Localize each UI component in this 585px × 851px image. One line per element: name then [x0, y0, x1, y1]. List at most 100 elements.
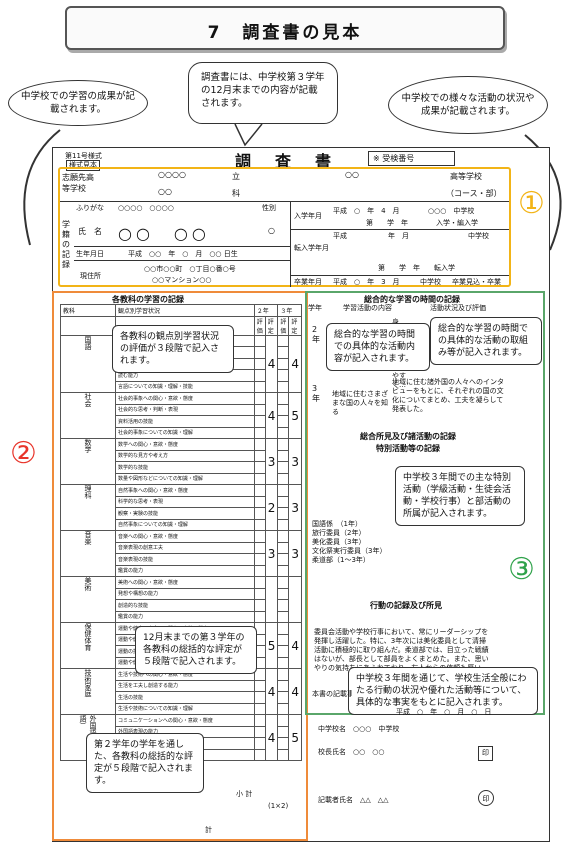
viewpoint-label: 社会的な思考・判断・表現: [115, 403, 255, 416]
grade3-rating: 5: [288, 392, 302, 439]
grade3-rating: 4: [288, 622, 302, 669]
callout-special: 中学校３年間での主な特別活動（学級活動・生徒会活動・学校行事）と部活動の所属が記…: [395, 466, 525, 526]
subject-name: 技術家庭: [60, 668, 116, 715]
title-banner: 7 調査書の見本: [65, 6, 505, 50]
eval-cell: [277, 449, 290, 462]
bubble-left: 中学校での学習の成果が記載されます。: [8, 80, 148, 126]
eval-cell: [277, 622, 290, 635]
eval-cell: [277, 541, 290, 554]
grade2-rating: 4: [264, 392, 279, 439]
viewpoint-label: 数学的な見方や考え方: [115, 449, 255, 462]
enroll-label: 入学年月: [294, 212, 322, 220]
eval-cell: [253, 553, 266, 566]
table-row: 社会的な思考・判断・表現: [61, 403, 302, 416]
grade2-rating: 3: [264, 438, 279, 485]
eval-cell: [277, 507, 290, 520]
school-to-1: ○○○○: [158, 170, 186, 179]
integrated-year-3: 3年: [312, 384, 320, 403]
table-row: 数量や図形などについての知識・理解: [61, 472, 302, 485]
subject-name: 保健体育: [60, 622, 116, 669]
viewpoint-label: 生活の技能: [115, 691, 255, 704]
grade3-rating: [288, 576, 302, 623]
table-row: 音楽表現の技能: [61, 553, 302, 566]
seal-box: 印: [478, 746, 493, 761]
side-label: 学籍の記録: [62, 220, 70, 269]
eval-cell: [253, 737, 266, 750]
viewpoint-label: 生活や技術についての知識・理解: [115, 702, 255, 715]
eval-cell: [253, 403, 266, 416]
eval-cell: [277, 599, 290, 612]
eval-cell: [277, 426, 290, 439]
enroll-school: ○○○ 中学校: [428, 207, 475, 215]
footer-date: 平成 ○ 年 ○ 月 ○ 日: [396, 708, 492, 716]
certify-text: 本書の記載事項に誤りのないことを証明する。: [312, 690, 352, 698]
grad-value: 平成 ○ 年 3 月: [333, 278, 400, 286]
eval-cell: [277, 346, 290, 359]
footer-school: 中学校名 ○○○ 中学校: [318, 725, 400, 733]
viewpoint-label: 資料活用の技能: [115, 415, 255, 428]
eval-cell: [253, 691, 266, 704]
school-to-2: ○○: [158, 187, 172, 196]
eval-cell: [277, 461, 290, 474]
footer-recorder: 記載者氏名 △△ △△: [318, 796, 389, 804]
name-value: ○○ ○○: [118, 224, 210, 243]
viewpoint-label: 創造的な技能: [115, 599, 255, 612]
table-row: 音楽表現の創意工夫: [61, 541, 302, 554]
form-number: 第11号様式: [65, 152, 102, 160]
table-row: 生活や技術についての知識・理解: [61, 702, 302, 715]
callout-december: 12月末までの第３学年の各教科の総括的な評定が５段階で記入されます。: [135, 626, 257, 674]
eval-cell: [253, 610, 266, 623]
vertical-divider: [290, 201, 291, 287]
eval-cell: [277, 633, 290, 646]
section-marker-1: ①: [518, 186, 545, 221]
address-value-1: ○○市○○町 ○丁目○番○号: [144, 265, 236, 273]
eval-cell: [253, 495, 266, 508]
eval-cell: [277, 392, 290, 405]
col-eval: 評価: [253, 315, 266, 336]
arrow-graphics: [23, 123, 562, 251]
form-label: 様式見本: [66, 160, 100, 171]
transfer-grade: 第 学 年 転入学: [378, 264, 455, 272]
section-marker-2: ②: [10, 436, 37, 471]
bubble-right: 中学校での様々な活動の状況や成果が記載されます。: [388, 76, 548, 134]
integrated-col-year: 学年: [308, 304, 322, 312]
callout-integrated-left: 総合的な学習の時間での具体的な活動内容が記入されます。: [326, 323, 430, 371]
eval-cell: [253, 438, 266, 451]
eval-cell: [253, 714, 266, 727]
eval-cell: [253, 334, 266, 347]
eval-cell: [253, 679, 266, 692]
special-item-1: 旅行委員（2年）: [312, 529, 366, 537]
eval-cell: [277, 518, 290, 531]
viewpoint-label: 自然事象への関心・意欲・態度: [115, 484, 255, 497]
grad-type: 卒業見込・卒業: [452, 278, 501, 286]
eval-cell: [253, 587, 266, 600]
eval-cell: [253, 518, 266, 531]
eval-cell: [253, 507, 266, 520]
grad-label: 卒業年月: [294, 278, 322, 286]
birth-value: 平成 ○○ 年 ○ 月 ○○ 日生: [128, 250, 238, 258]
bubble-center: 調査書には、中学校第３学年の12月末までの内容が記載されます。: [188, 62, 338, 124]
eval-cell: [277, 737, 290, 750]
viewpoint-label: 社会的事象への関心・意欲・態度: [115, 392, 255, 405]
eval-cell: [253, 346, 266, 359]
eval-cell: [253, 530, 266, 543]
grade3-rating: 4: [288, 668, 302, 715]
eval-cell: [277, 610, 290, 623]
eval-cell: [277, 530, 290, 543]
integrated-eval-3: 地域に住む諸外国の人々へのインタビューをもとに、それぞれの国の文化についてまとめ…: [392, 378, 504, 413]
transfer-unit: 年 月: [388, 232, 409, 240]
transfer-label: 転入学年月: [294, 244, 329, 252]
grade2-rating: 5: [264, 622, 279, 669]
school-to-ritsu: 立: [232, 172, 240, 181]
sex-value: ○: [268, 226, 275, 235]
divider: [74, 260, 290, 261]
enroll-type: 入学・編入学: [436, 219, 478, 227]
integrated-content-3: 地域に住むさまざまな国の人々を知る: [332, 390, 388, 416]
viewpoint-label: 数学的な技能: [115, 461, 255, 474]
eval-cell: [277, 587, 290, 600]
col-grade3: ３年: [277, 304, 302, 317]
viewpoint-label: 鑑賞の能力: [115, 564, 255, 577]
integrated-col-eval: 活動状況及び評価: [430, 304, 486, 312]
eval-cell: [253, 449, 266, 462]
viewpoint-label: 観察・実験の技能: [115, 507, 255, 520]
